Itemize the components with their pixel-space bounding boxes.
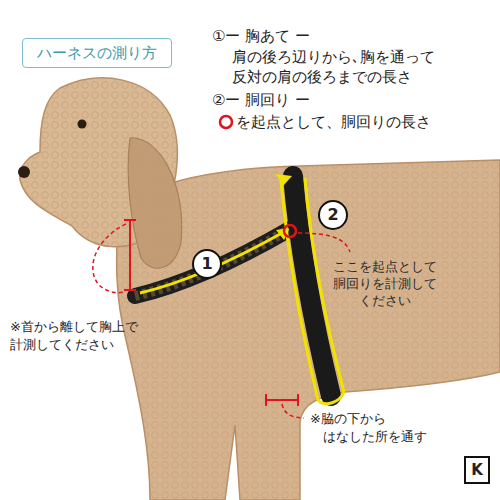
heading: ①ー 胸あて ー — [212, 26, 310, 46]
callout-number: 2 — [318, 200, 348, 230]
title-box: ハーネスの測り方 — [22, 38, 172, 68]
heading: ②ー 胴回り ー — [212, 90, 310, 110]
note: ここを起点として 胴回りを計測して ください — [322, 258, 448, 309]
note: ※首から離して胸上で 計測してください — [10, 318, 158, 354]
logo: K — [464, 456, 490, 484]
description: 肩の後ろ辺りから､胸を通って 反対の肩の後ろまでの長さ — [232, 47, 454, 87]
note: ※脇の下から はなした所を通す — [310, 410, 439, 446]
description: を起点として、胴回りの長さ — [236, 112, 431, 132]
callout-number: 1 — [192, 249, 222, 279]
